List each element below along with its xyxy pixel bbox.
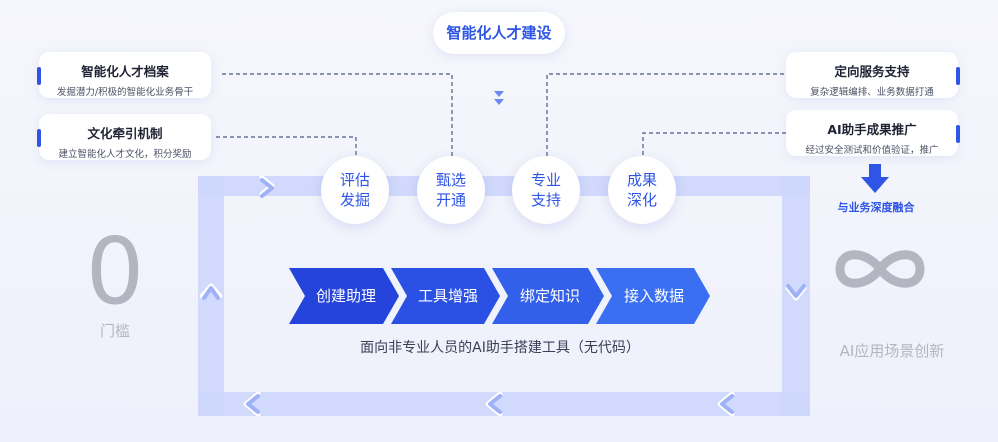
- card-directed-service: 定向服务支持 复杂逻辑编排、业务数据打通: [786, 52, 960, 98]
- circle-line-1: 成果: [626, 171, 657, 189]
- circle-select: 甄选 开通: [417, 156, 485, 224]
- card-culture-mechanism: 文化牵引机制 建立智能化人才文化，积分奖励: [37, 114, 211, 160]
- card-subtitle: 复杂逻辑编排、业务数据打通: [810, 87, 934, 98]
- merge-label: 与业务深度融合: [837, 201, 915, 214]
- circle-line-2: 开通: [435, 191, 466, 209]
- card-title: AI助手成果推广: [827, 122, 917, 137]
- card-accent-bar: [956, 125, 960, 143]
- step-label: 创建助理: [315, 287, 376, 305]
- loop-band-bottom: [198, 392, 810, 416]
- infinity-icon: [835, 250, 925, 288]
- circle-line-1: 甄选: [435, 171, 466, 189]
- card-talent-profile: 智能化人才档案 发掘潜力/积极的智能化业务骨干: [37, 52, 211, 98]
- double-down-arrow-icon: [494, 91, 504, 97]
- step-label: 接入数据: [623, 287, 684, 305]
- loop-arrow-left-icon: [720, 394, 734, 414]
- step-chevron-4: [596, 268, 710, 324]
- infinite-innovation-label: AI应用场景创新: [839, 342, 945, 360]
- double-down-arrow-icon: [494, 99, 504, 105]
- card-ai-promotion: AI助手成果推广 经过安全测试和价值验证，推广: [786, 110, 960, 156]
- card-accent-bar: [37, 129, 41, 147]
- connector-line: [642, 132, 786, 160]
- card-title: 智能化人才档案: [81, 64, 169, 79]
- zero-threshold-label: 门槛: [99, 322, 130, 340]
- loop-arrow-up-icon: [199, 283, 223, 299]
- card-subtitle: 建立智能化人才文化，积分奖励: [58, 149, 192, 160]
- step-chevron-3: [492, 268, 604, 324]
- circle-line-2: 发掘: [339, 191, 370, 209]
- circle-line-2: 支持: [530, 191, 561, 209]
- card-subtitle: 经过安全测试和价值验证，推广: [805, 145, 939, 156]
- card-title: 定向服务支持: [834, 64, 910, 79]
- top-title-pill: 智能化人才建设: [433, 12, 565, 54]
- circle-line-1: 专业: [530, 171, 561, 189]
- circle-evaluate: 评估 发掘: [321, 156, 389, 224]
- down-arrow-icon: [861, 164, 889, 193]
- connector-line: [546, 73, 784, 160]
- loop-arrow-up-icon: [202, 286, 220, 300]
- card-accent-bar: [956, 67, 960, 85]
- circle-support: 专业 支持: [512, 156, 580, 224]
- step-label: 工具增强: [417, 287, 478, 305]
- step-chevron-1: [289, 268, 399, 324]
- loop-arrow-right-icon: [260, 178, 274, 198]
- connector-line: [222, 73, 453, 160]
- card-subtitle: 发掘潜力/积极的智能化业务骨干: [56, 87, 194, 98]
- step-label: 绑定知识: [519, 287, 580, 305]
- circle-line-1: 评估: [339, 171, 370, 189]
- tool-caption: 面向非专业人员的AI助手搭建工具（无代码）: [360, 340, 640, 356]
- circle-line-2: 深化: [626, 191, 657, 209]
- loop-arrow-left-icon: [246, 394, 260, 414]
- card-title: 文化牵引机制: [87, 126, 163, 141]
- connector-line: [216, 136, 357, 160]
- card-accent-bar: [37, 67, 41, 85]
- circle-deepen: 成果 深化: [608, 156, 676, 224]
- zero-threshold-number: 0: [85, 218, 145, 325]
- step-chevron-2: [391, 268, 500, 324]
- loop-arrow-down-icon: [786, 284, 806, 298]
- loop-arrow-left-icon: [488, 394, 502, 414]
- loop-band-top: [198, 176, 810, 196]
